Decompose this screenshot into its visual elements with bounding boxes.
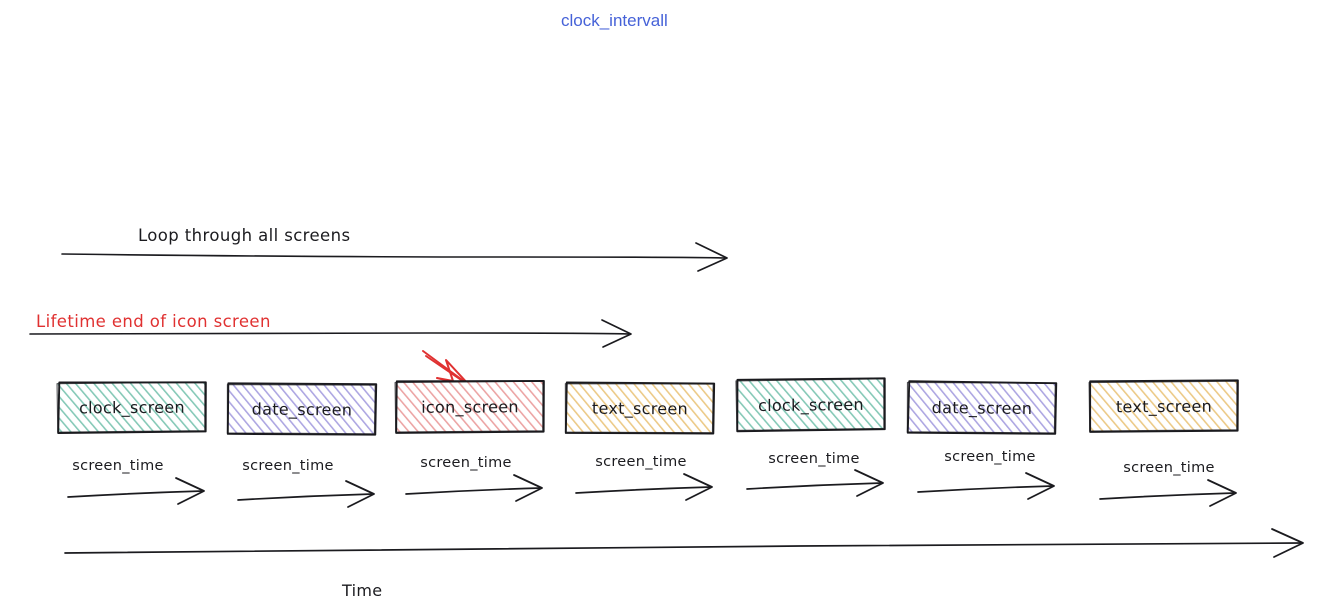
screen-box-outline [736, 377, 886, 433]
screen-time-row: screen_time screen_time screen_time screen_… [67, 449, 1237, 508]
screen-box-label: date_screen [932, 398, 1033, 419]
time-axis-arrowhead [1271, 528, 1304, 558]
screen-box[interactable]: date_screen [226, 382, 378, 436]
screen-box-outline-2 [906, 381, 1056, 434]
screen-box-label: date_screen [252, 400, 353, 421]
screen-time-arrow-head [1207, 479, 1237, 507]
screen-box-fill [565, 382, 715, 434]
screen-box[interactable]: icon_screen [394, 379, 545, 434]
lifetime-arrow-head [601, 319, 632, 348]
screen-box[interactable]: text_screen [1088, 379, 1239, 433]
screen-time-item: screen_time [917, 449, 1055, 500]
screen-time-arrow-shaft [405, 487, 542, 495]
loop-arrow-head [695, 242, 728, 272]
lifetime-arrow-group: Lifetime end of icon screen [29, 312, 632, 348]
screen-box-row: clock_screen date_screen icon_screen text_s… [56, 377, 1239, 436]
screen-time-item: screen_time [67, 458, 205, 505]
screen-time-item: screen_time [575, 454, 713, 501]
screen-time-arrow-head [175, 477, 205, 505]
screen-box[interactable]: text_screen [564, 381, 716, 435]
screen-box-outline [395, 379, 545, 434]
screen-time-arrow-shaft [746, 482, 883, 490]
screen-box-outline-2 [564, 383, 714, 434]
lifetime-arrow-shaft [29, 332, 631, 335]
screen-box-outline-2 [56, 381, 206, 433]
screen-time-arrow-head [513, 474, 543, 502]
screen-time-arrow-head [345, 480, 375, 508]
screen-box-outline [226, 382, 378, 436]
page-title: clock_intervall [561, 11, 668, 30]
screen-time-label: screen_time [944, 449, 1036, 465]
loop-arrow-shaft [61, 253, 727, 259]
screen-box-outline-2 [394, 380, 544, 433]
screen-box-outline [564, 381, 716, 435]
screen-box-fill [57, 381, 207, 433]
screen-box-fill [395, 380, 545, 433]
screen-time-label: screen_time [72, 458, 164, 474]
loop-arrow-label: Loop through all screens [138, 226, 350, 245]
screen-box-label: text_screen [592, 399, 688, 420]
screen-time-arrow-head [854, 469, 884, 497]
screen-time-label: screen_time [420, 455, 512, 471]
screen-box-fill [907, 381, 1057, 434]
screen-box-label: icon_screen [421, 397, 519, 418]
time-axis-group: Time [64, 528, 1304, 600]
screen-time-item: screen_time [237, 458, 375, 508]
screen-box-label: text_screen [1116, 397, 1212, 418]
screen-box[interactable]: date_screen [906, 380, 1058, 435]
screen-box-label: clock_screen [758, 395, 864, 416]
screen-time-arrow-shaft [237, 493, 374, 501]
lifetime-arrow-label: Lifetime end of icon screen [36, 312, 271, 331]
screen-time-item: screen_time [405, 455, 543, 502]
screen-time-arrow-shaft [1099, 492, 1236, 500]
screen-box-outline-2 [1088, 380, 1238, 432]
screen-time-arrow-shaft [67, 490, 204, 498]
loop-arrow-group: Loop through all screens [61, 226, 728, 272]
screen-time-label: screen_time [595, 454, 687, 470]
screen-box-outline-2 [735, 378, 885, 431]
screen-time-arrow-shaft [917, 485, 1054, 493]
screen-box-fill [1089, 380, 1239, 432]
screen-time-arrow-head [683, 473, 713, 501]
screen-time-arrow-head [1025, 472, 1055, 500]
screen-box-outline-2 [226, 383, 376, 435]
screen-box-fill [736, 378, 886, 431]
screen-time-item: screen_time [1099, 460, 1237, 507]
screen-time-label: screen_time [768, 451, 860, 467]
screen-box[interactable]: clock_screen [56, 381, 207, 434]
screen-time-label: screen_time [242, 458, 334, 474]
time-axis-line [64, 542, 1303, 554]
screen-time-item: screen_time [746, 451, 884, 497]
screen-box[interactable]: clock_screen [735, 377, 886, 433]
screen-box-outline [1089, 379, 1239, 433]
screen-box-label: clock_screen [79, 398, 185, 419]
time-axis-label: Time [341, 581, 382, 600]
screen-time-arrow-shaft [575, 486, 712, 494]
screen-box-fill [227, 383, 377, 435]
screen-time-label: screen_time [1123, 460, 1215, 476]
